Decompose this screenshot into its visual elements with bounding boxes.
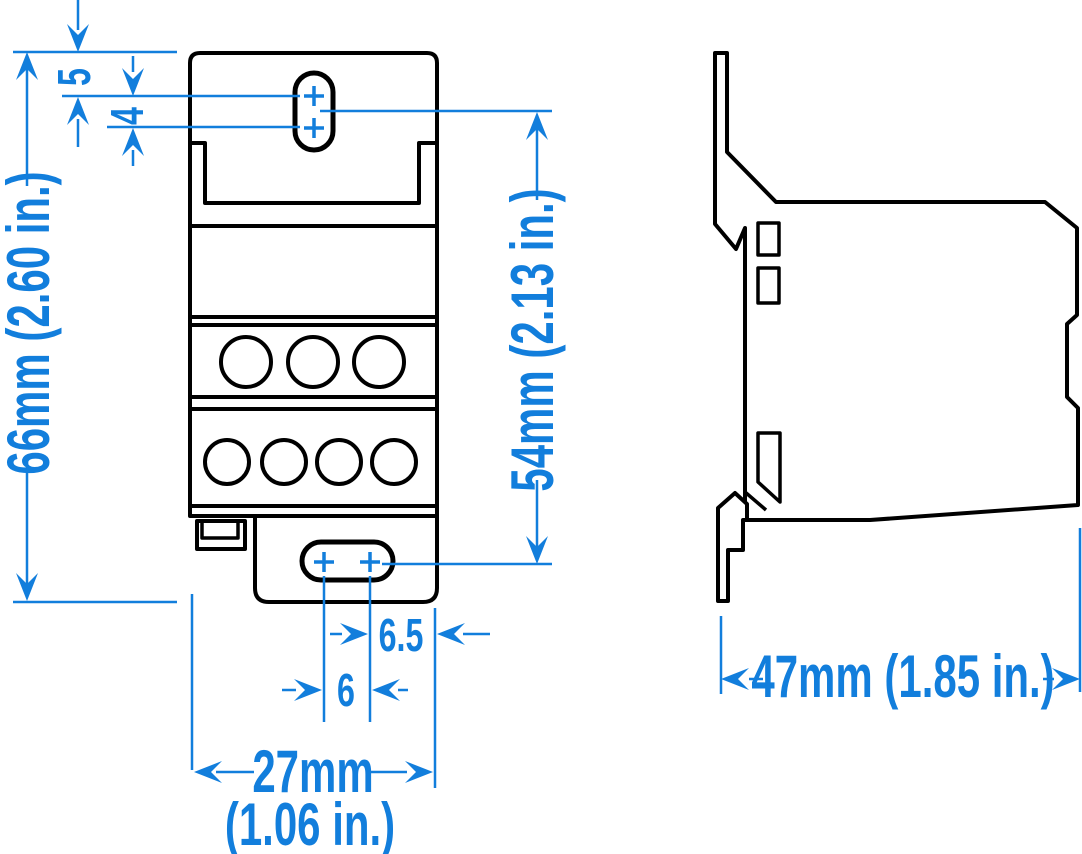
arrowhead-down: [122, 68, 144, 96]
arrowhead-up: [67, 97, 89, 125]
dim-label-top-slot-offset: 5: [50, 68, 101, 86]
side-clip-foot: [716, 491, 749, 603]
dim-label-bottom-slot-offset: 6.5: [379, 611, 424, 662]
side-profile: [713, 51, 1080, 522]
dimension-arrowheads: [16, 24, 1080, 783]
hole-center-mark: [314, 552, 334, 572]
arrowhead-up: [122, 128, 144, 156]
arrowhead-left: [194, 761, 222, 783]
arrowhead-up: [16, 52, 38, 80]
hole-center-mark: [304, 86, 324, 106]
dim-label-overall-depth: 47mm (1.85 in.): [751, 642, 1054, 709]
side-rail-slot: [743, 490, 768, 512]
arrowhead-down: [67, 24, 89, 52]
hole-center-marks: [304, 86, 380, 572]
terminal-hole: [219, 335, 273, 389]
front-body-dividers: [190, 315, 437, 508]
terminal-hole: [286, 335, 340, 389]
dim-label-mounting-hole-span: 54mm (2.13 in.): [498, 188, 565, 491]
arrowhead-down: [16, 573, 38, 601]
arrowhead-right: [405, 761, 433, 783]
arrowhead-down: [526, 536, 548, 564]
front-left-clip: [195, 519, 247, 551]
front-flange: [188, 51, 439, 230]
dim-label-overall-height: 66mm (2.60 in.): [0, 171, 62, 474]
arrowhead-left: [437, 623, 465, 645]
dim-label-overall-width-mm: 27mm: [252, 737, 373, 804]
arrowhead-right: [340, 623, 368, 645]
side-vent: [756, 266, 781, 305]
front-flange-step: [190, 141, 437, 205]
front-view: [188, 51, 439, 604]
terminal-hole: [370, 438, 418, 486]
terminal-hole: [352, 335, 406, 389]
side-view: [713, 51, 1080, 603]
terminal-hole: [315, 438, 363, 486]
front-left-clip-inner: [200, 521, 240, 540]
dim-label-bottom-slot-spacing: 6: [337, 666, 355, 717]
arrowhead-left: [721, 668, 749, 690]
hole-center-mark: [360, 552, 380, 572]
front-body: [188, 224, 439, 518]
side-hook-flag: [756, 431, 782, 504]
front-terminal-row-4: [203, 438, 418, 486]
terminal-hole: [260, 438, 308, 486]
front-bottom-tab: [253, 516, 439, 604]
dim-label-top-slot-spacing: 4: [103, 107, 154, 125]
dimension-lines: [13, 0, 1082, 788]
arrowhead-up: [526, 112, 548, 140]
arrowhead-right: [294, 679, 322, 701]
hole-center-mark: [304, 118, 324, 138]
dim-label-overall-width-in: (1.06 in.): [225, 790, 395, 854]
arrowhead-right: [1052, 668, 1080, 690]
arrowhead-left: [372, 679, 400, 701]
front-terminal-row-3: [219, 335, 406, 389]
side-vent: [756, 221, 781, 257]
front-bottom-slot: [299, 539, 396, 583]
terminal-hole: [203, 438, 251, 486]
